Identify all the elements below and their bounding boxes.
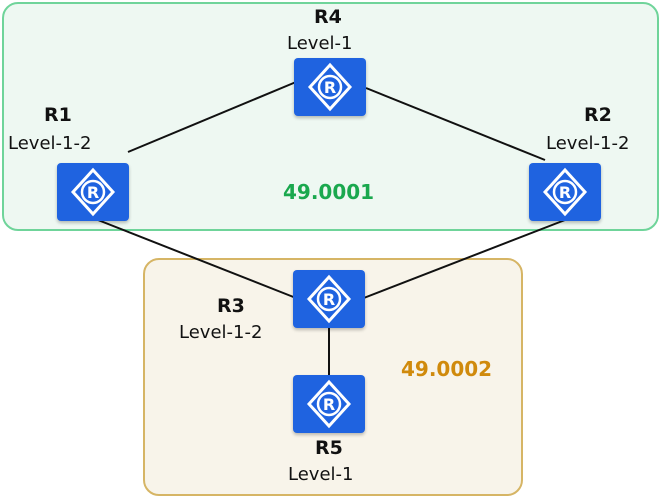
router-r1-level: Level-1-2: [8, 133, 92, 154]
svg-text:R: R: [323, 395, 335, 414]
link-r1-r4: [127, 81, 297, 153]
router-icon: R: [306, 379, 352, 429]
router-r5-level: Level-1: [288, 464, 354, 485]
router-icon: R: [70, 167, 116, 217]
area-2-id-label: 49.0002: [401, 357, 493, 381]
router-r3-name: R3: [217, 295, 245, 317]
svg-text:R: R: [559, 183, 571, 202]
router-icon: R: [542, 167, 588, 217]
router-r1[interactable]: R: [57, 163, 129, 221]
router-icon: R: [307, 62, 353, 112]
svg-text:R: R: [87, 183, 99, 202]
svg-text:R: R: [323, 290, 335, 309]
router-r1-name: R1: [44, 104, 72, 126]
router-r3-level: Level-1-2: [179, 322, 263, 343]
router-r2-name: R2: [584, 104, 612, 126]
router-r4-name: R4: [314, 6, 342, 28]
area-1-id-label: 49.0001: [283, 180, 375, 204]
router-r5[interactable]: R: [293, 375, 365, 433]
router-r2-level: Level-1-2: [546, 133, 630, 154]
link-r4-r2: [365, 87, 546, 161]
router-r2[interactable]: R: [529, 163, 601, 221]
router-icon: R: [306, 274, 352, 324]
link-r2-r3: [355, 219, 566, 302]
router-r3[interactable]: R: [293, 270, 365, 328]
router-r4[interactable]: R: [294, 58, 366, 116]
router-r5-name: R5: [315, 437, 343, 459]
router-r4-level: Level-1: [287, 33, 353, 54]
svg-text:R: R: [324, 78, 336, 97]
link-r1-r3: [97, 219, 297, 299]
